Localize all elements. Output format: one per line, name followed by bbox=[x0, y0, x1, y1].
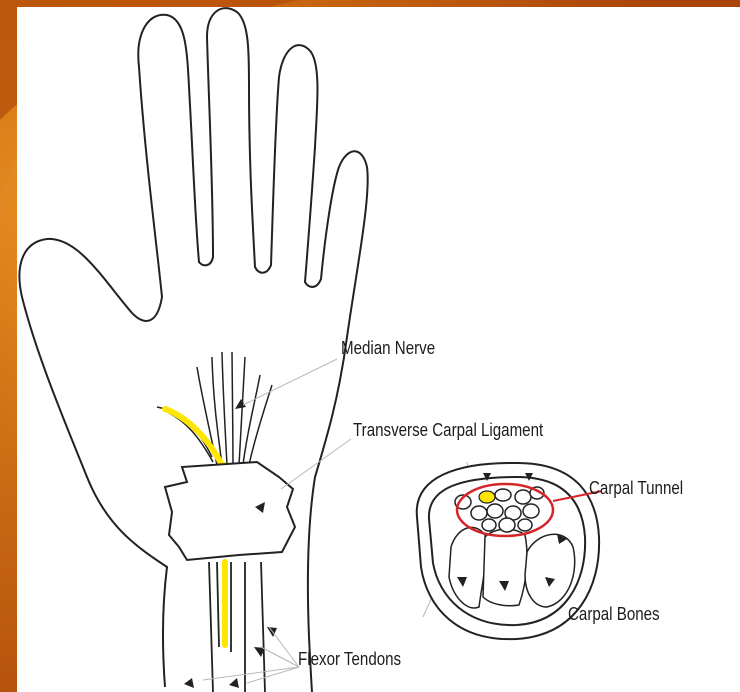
carpal-bones-label: Carpal Bones bbox=[568, 604, 660, 625]
median-nerve-highlight bbox=[165, 409, 222, 465]
median-nerve-label: Median Nerve bbox=[341, 338, 435, 359]
carpal-tunnel-label: Carpal Tunnel bbox=[589, 478, 683, 499]
median-nerve-cross-section bbox=[479, 491, 495, 503]
carpal-bone bbox=[483, 529, 527, 605]
transverse-carpal-ligament bbox=[165, 462, 295, 560]
flexor-tendons-label: Flexor Tendons bbox=[298, 649, 401, 670]
hand-outline bbox=[19, 8, 367, 692]
transverse-carpal-ligament-label: Transverse Carpal Ligament bbox=[353, 420, 543, 441]
